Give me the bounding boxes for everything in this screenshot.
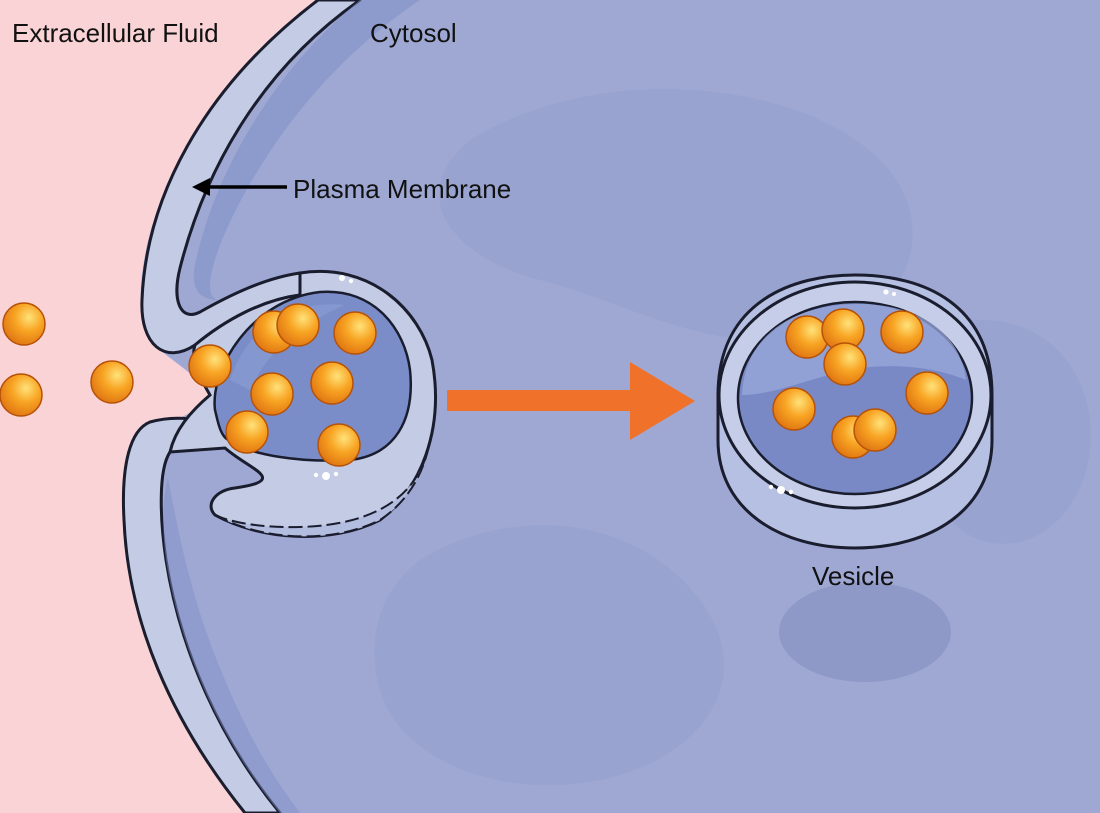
sphere-particle-icon — [333, 311, 377, 355]
label-extracellular-fluid: Extracellular Fluid — [12, 18, 219, 48]
right-arrow-icon — [447, 362, 695, 440]
lumen-highlight — [230, 304, 345, 390]
pore-dot — [322, 472, 330, 480]
membrane-inner-band — [163, 478, 300, 813]
sphere-particle-icon — [853, 408, 897, 452]
membrane-inner-band — [193, 0, 420, 300]
sphere-particle-icon — [317, 423, 361, 467]
organelle-blob — [374, 525, 724, 786]
left-arrow-icon — [192, 178, 287, 196]
pore-dot — [333, 471, 339, 477]
label-cytosol: Cytosol — [370, 18, 457, 48]
sphere-particle-icon — [188, 344, 232, 388]
sphere-particle-icon — [250, 372, 294, 416]
organelle-blob — [439, 89, 913, 342]
sphere-particle-icon — [276, 303, 320, 347]
forming-vesicle-bowl — [214, 439, 431, 538]
vesicle-shadow — [779, 582, 951, 682]
pore-dot — [339, 275, 345, 281]
label-vesicle: Vesicle — [812, 561, 895, 591]
pore-dot — [313, 472, 319, 478]
pore-dot — [777, 486, 785, 494]
pore-dot — [788, 489, 794, 495]
sphere-particle-icon — [310, 361, 354, 405]
cargo-particles — [0, 302, 949, 467]
sphere-particle-icon — [823, 342, 867, 386]
pore-dot — [348, 278, 354, 284]
sphere-particle-icon — [90, 360, 134, 404]
pore-dot — [883, 289, 889, 295]
sphere-particle-icon — [880, 310, 924, 354]
sphere-particle-icon — [2, 302, 46, 346]
sphere-particle-icon — [785, 315, 829, 359]
pore-dot — [768, 484, 774, 490]
pore-dot — [892, 292, 896, 296]
sphere-particle-icon — [905, 371, 949, 415]
sphere-particle-icon — [225, 410, 269, 454]
sphere-particle-icon — [0, 373, 43, 417]
sphere-particle-icon — [772, 387, 816, 431]
label-plasma-membrane: Plasma Membrane — [293, 174, 512, 204]
